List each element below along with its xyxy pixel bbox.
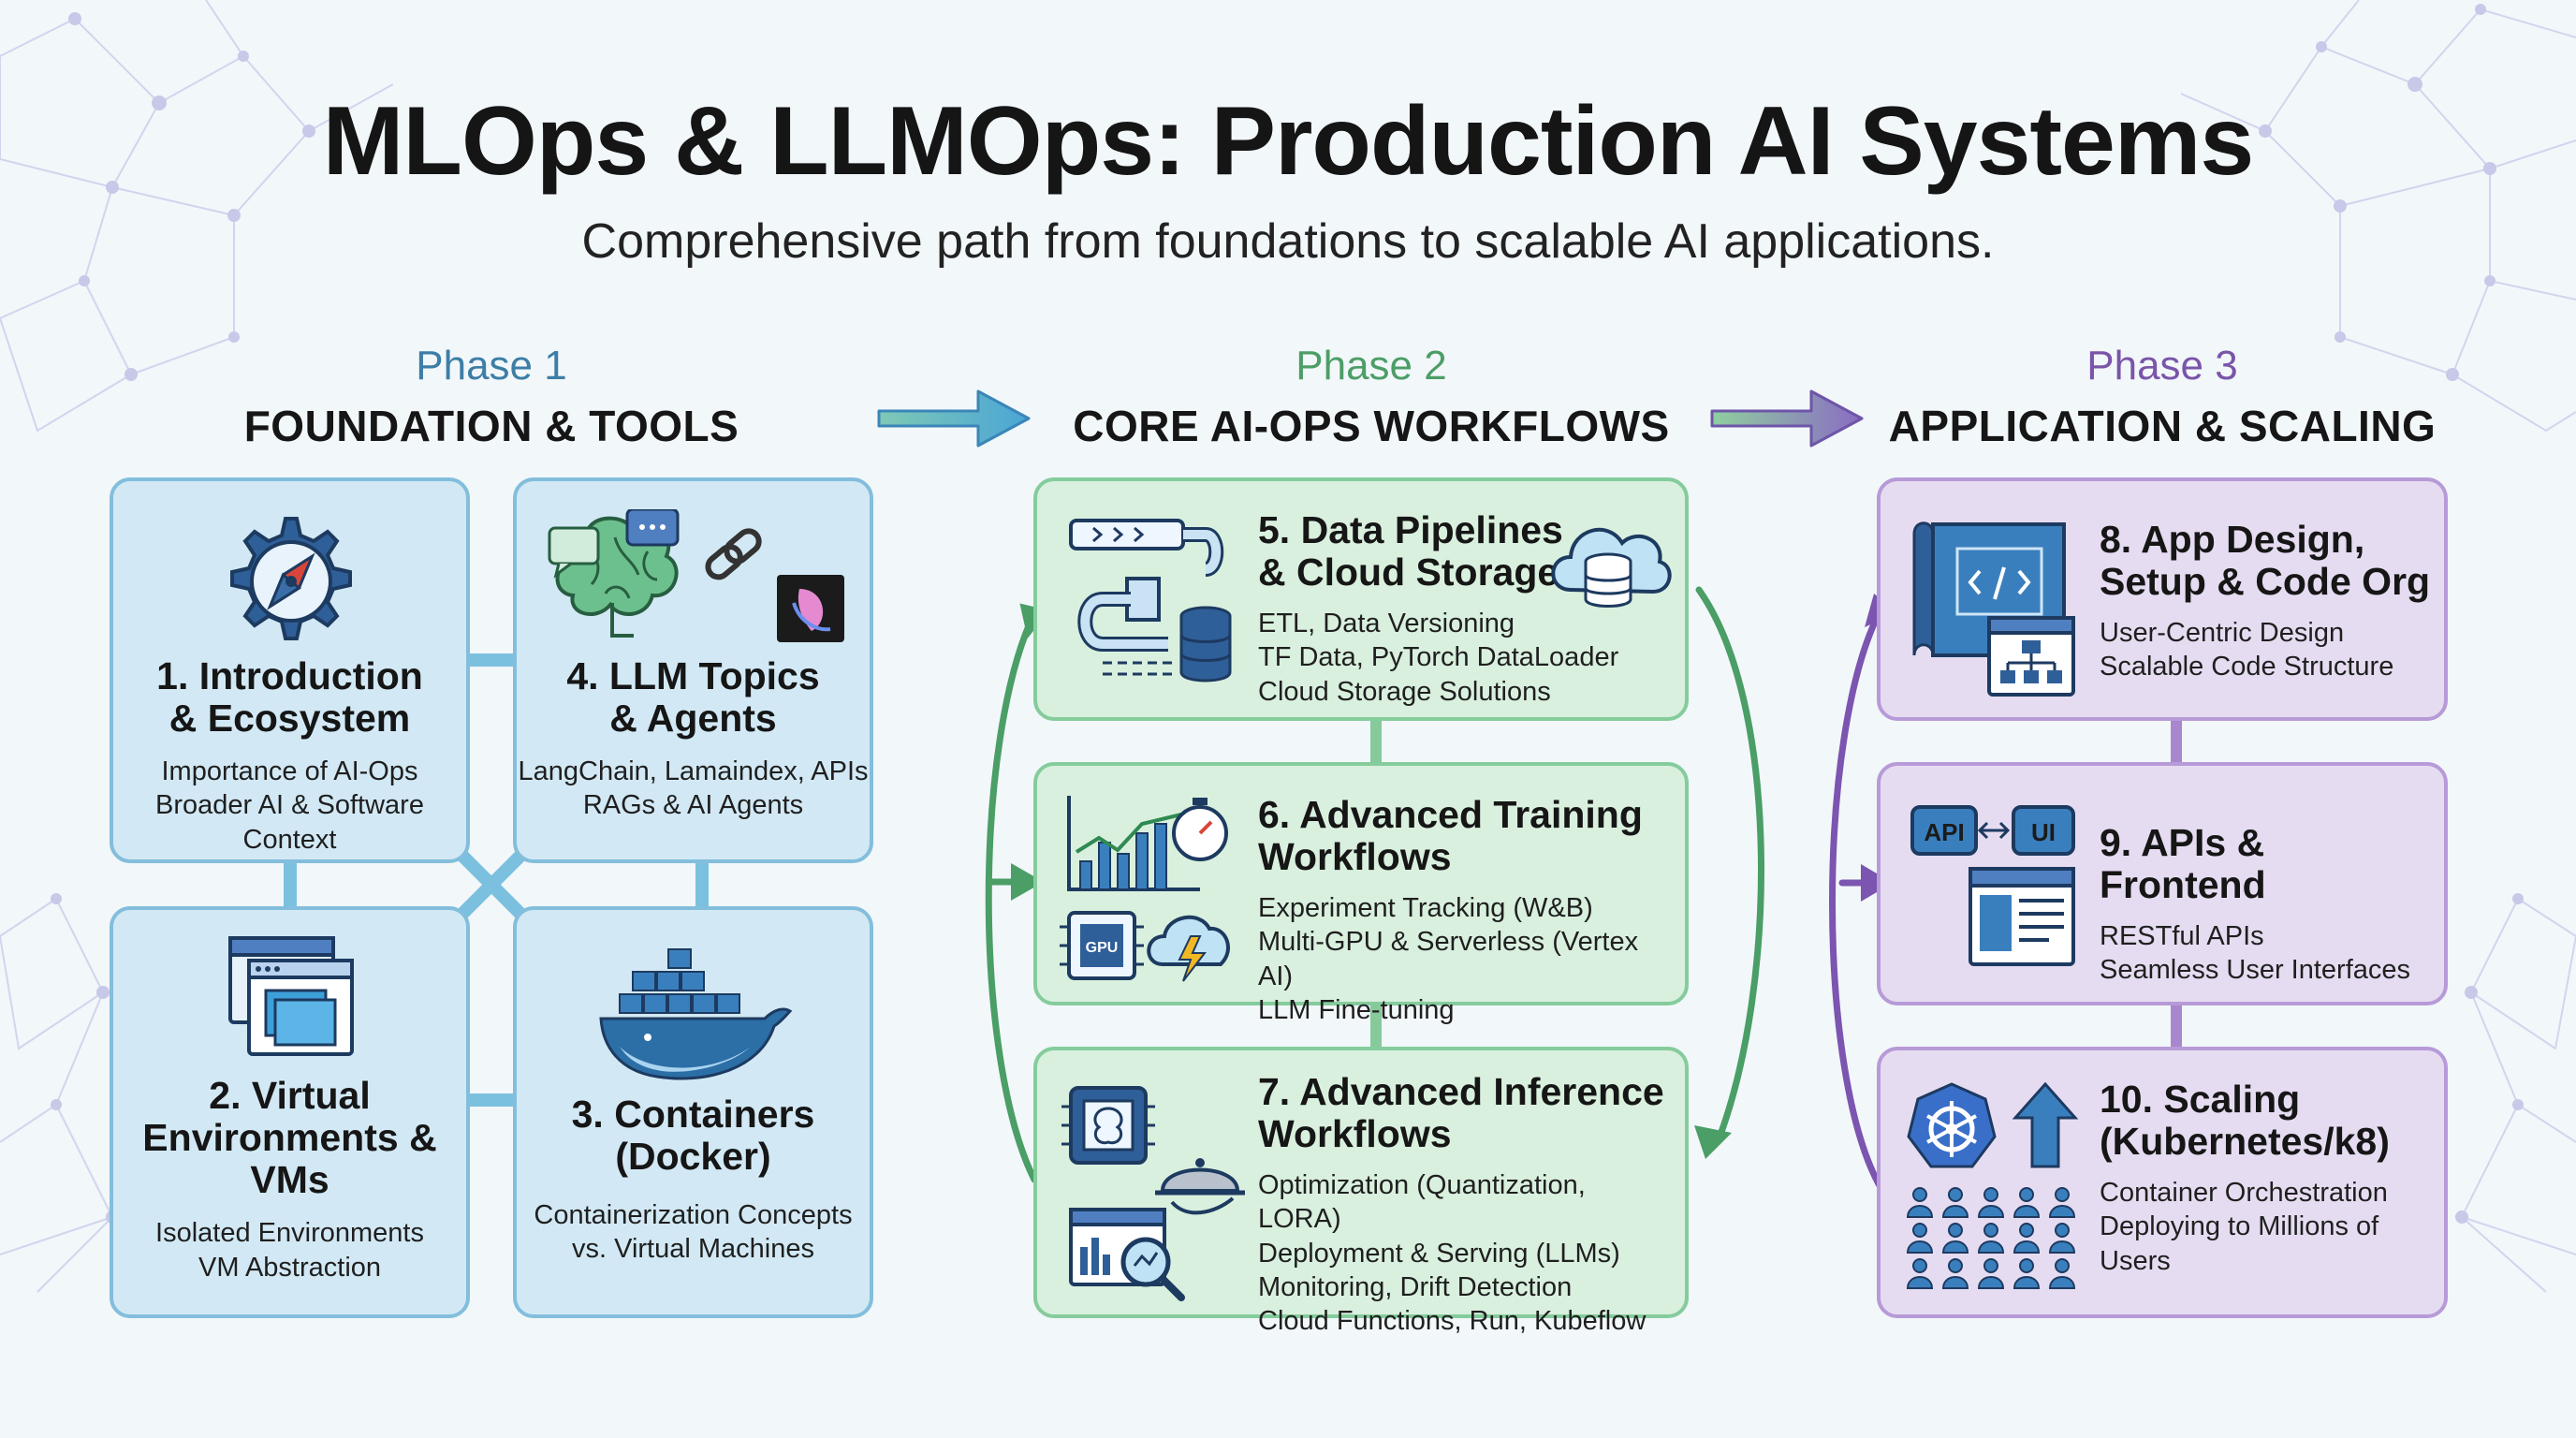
user-icon <box>1977 1223 2005 1254</box>
card-4-desc: LangChain, Lamaindex, APIs RAGs & AI Age… <box>518 756 869 821</box>
phase-2-name: CORE AI-OPS WORKFLOWS <box>1073 402 1670 450</box>
pipeline-icon <box>1069 519 1232 682</box>
card-introduction[interactable]: 1. Introduction & Ecosystem Importance o… <box>110 477 470 863</box>
card-10-title: 10. Scaling (Kubernetes/k8) <box>2100 1078 2390 1164</box>
phase-1-connectors <box>284 653 709 1107</box>
card-10-desc: Container Orchestration Deploying to Mil… <box>2100 1178 2388 1276</box>
card-data-pipelines[interactable]: 5. Data Pipelines & Cloud Storage ETL, D… <box>1033 477 1689 721</box>
user-icon <box>1941 1187 1969 1218</box>
user-icon <box>2048 1187 2076 1218</box>
api-label: API <box>1924 818 1964 846</box>
phase-1-to-2-arrow <box>877 389 1031 448</box>
ui-label: UI <box>2031 818 2056 846</box>
card-7-title: 7. Advanced Inference Workflows <box>1258 1070 1664 1156</box>
phase-3-number: Phase 3 <box>2086 343 2238 389</box>
card-scaling[interactable]: 10. Scaling (Kubernetes/k8) Container Or… <box>1877 1047 2448 1318</box>
card-9-title: 9. APIs & Frontend <box>2100 821 2266 907</box>
card-6-title: 6. Advanced Training Workflows <box>1258 793 1643 879</box>
card-3-title: 3. Containers (Docker) <box>571 1093 815 1179</box>
user-icon <box>1941 1223 1969 1254</box>
phase-2-to-3-arrow <box>1710 389 1864 448</box>
kubernetes-users-icon <box>1907 1081 2079 1168</box>
page-title: MLOps & LLMOps: Production AI Systems <box>322 87 2254 196</box>
api-ui-icon: API UI <box>1910 805 2075 966</box>
user-icon <box>1977 1258 2005 1289</box>
phase-2-number: Phase 2 <box>1295 343 1447 389</box>
card-2-desc: Isolated Environments VM Abstraction <box>155 1218 424 1283</box>
card-9-desc: RESTful APIs Seamless User Interfaces <box>2100 921 2411 986</box>
card-containers[interactable]: 3. Containers (Docker) Containerization … <box>513 906 873 1318</box>
card-5-desc: ETL, Data Versioning TF Data, PyTorch Da… <box>1258 609 1619 707</box>
users-grid-icon <box>1906 1187 2076 1289</box>
windows-icon <box>228 936 354 1056</box>
user-icon <box>1941 1258 1969 1289</box>
card-virtual-environments[interactable]: 2. Virtual Environments & VMs Isolated E… <box>110 906 470 1318</box>
user-icon <box>2012 1187 2041 1218</box>
user-icon <box>2048 1258 2076 1289</box>
chart-gpu-icon: GPU <box>1060 796 1230 982</box>
card-advanced-inference[interactable]: 7. Advanced Inference Workflows Optimiza… <box>1033 1047 1689 1336</box>
card-5-title: 5. Data Pipelines & Cloud Storage <box>1258 508 1563 594</box>
card-8-desc: User-Centric Design Scalable Code Struct… <box>2100 618 2394 682</box>
card-advanced-training[interactable]: GPU 6. Advanced Training Workflows Exper… <box>1033 762 1689 1025</box>
card-7-desc: Optimization (Quantization, LORA) Deploy… <box>1258 1170 1647 1337</box>
card-apis-frontend[interactable]: API UI 9. APIs & Frontend RESTful APIs S… <box>1877 762 2448 1005</box>
card-llm-topics[interactable]: 4. LLM Topics & Agents LangChain, Lamain… <box>513 477 873 863</box>
user-icon <box>1977 1187 2005 1218</box>
docker-whale-icon <box>599 948 793 1080</box>
user-icon <box>1906 1258 1934 1289</box>
phase-2-connectors <box>985 586 1764 1183</box>
gear-compass-icon <box>230 517 352 640</box>
card-6-desc: Experiment Tracking (W&B) Multi-GPU & Se… <box>1258 893 1639 1025</box>
card-2-title: 2. Virtual Environments & VMs <box>142 1074 437 1202</box>
card-1-desc: Importance of AI-Ops Broader AI & Softwa… <box>155 756 424 855</box>
card-1-title: 1. Introduction & Ecosystem <box>156 654 423 741</box>
phase-3-name: APPLICATION & SCALING <box>1888 402 2437 450</box>
card-3-desc: Containerization Concepts vs. Virtual Ma… <box>534 1200 853 1265</box>
code-blueprint-icon <box>1912 521 2075 697</box>
user-icon <box>2012 1223 2041 1254</box>
phase-1-name: FOUNDATION & TOOLS <box>243 402 739 450</box>
card-app-design[interactable]: 8. App Design, Setup & Code Org User-Cen… <box>1877 477 2448 721</box>
phase-1-number: Phase 1 <box>416 343 567 389</box>
cloud-database-icon <box>1551 527 1672 608</box>
gpu-label: GPU <box>1086 940 1119 956</box>
user-icon <box>2048 1223 2076 1254</box>
user-icon <box>1906 1187 1934 1218</box>
card-4-title: 4. LLM Topics & Agents <box>566 654 820 741</box>
user-icon <box>1906 1223 1934 1254</box>
brain-chat-icon <box>548 509 844 642</box>
inference-icon <box>1061 1086 1245 1301</box>
user-icon <box>2012 1258 2041 1289</box>
card-8-title: 8. App Design, Setup & Code Org <box>2100 518 2431 604</box>
page-subtitle: Comprehensive path from foundations to s… <box>581 214 1995 269</box>
